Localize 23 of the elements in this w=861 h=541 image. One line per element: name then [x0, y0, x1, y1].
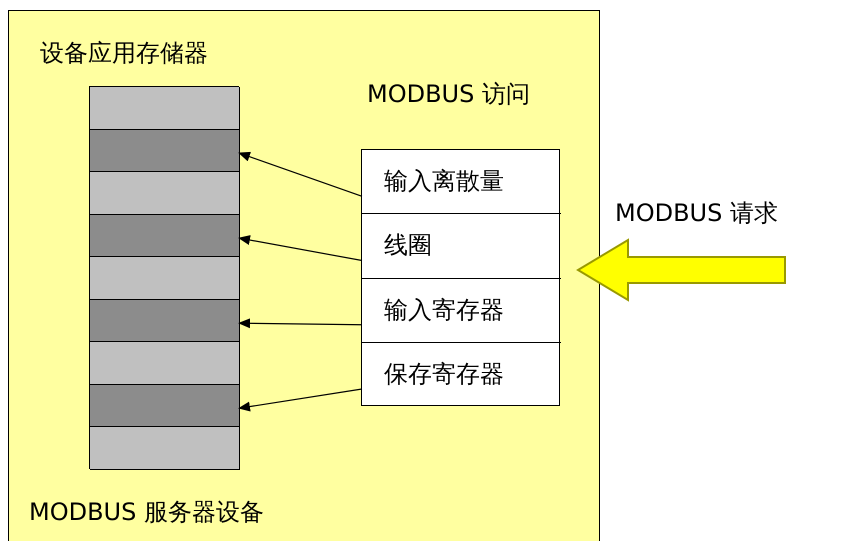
- arrow: [238, 318, 362, 328]
- edge-label: MODBUS 请求: [615, 198, 778, 229]
- dark-memory-band: [90, 300, 240, 342]
- dark-memory-band: [90, 384, 240, 428]
- memory-heading: 设备应用存储器: [40, 38, 208, 69]
- device-caption: MODBUS 服务器设备: [29, 497, 264, 528]
- row-label: 线圈: [384, 230, 432, 262]
- memory-band: [90, 172, 240, 215]
- row-label: 输入寄存器: [384, 294, 504, 326]
- row-label: 输入离散量: [384, 166, 504, 197]
- arrow: [238, 388, 362, 412]
- request-arrow: [576, 238, 786, 302]
- memory-band: [90, 87, 240, 130]
- access-heading: MODBUS 访问: [367, 79, 530, 110]
- memory-band: [90, 342, 240, 385]
- dark-memory-band: [90, 130, 240, 172]
- memory-band: [90, 427, 240, 470]
- arrow: [238, 235, 362, 262]
- memory-band: [90, 257, 240, 300]
- device-box: [8, 10, 600, 541]
- row-label: 保存寄存器: [384, 358, 504, 390]
- dark-memory-band: [90, 214, 240, 258]
- arrow: [238, 152, 362, 197]
